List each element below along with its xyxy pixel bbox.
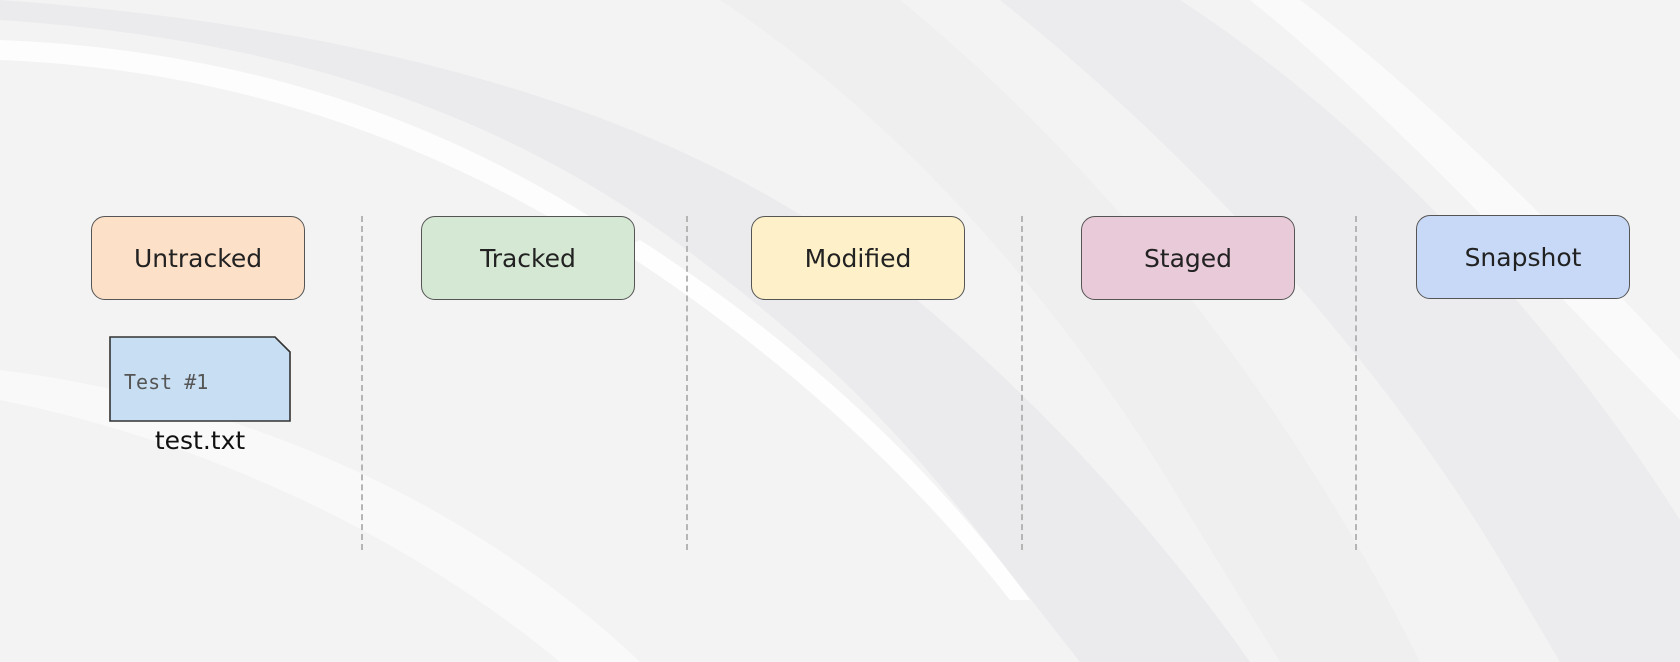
stage-untracked: Untracked <box>91 216 305 300</box>
stage-tracked: Tracked <box>421 216 635 300</box>
file-content: Test #1 <box>124 370 209 394</box>
stage-modified-label: Modified <box>804 243 912 273</box>
file-document-icon <box>109 336 291 422</box>
stage-tracked-label: Tracked <box>480 243 576 273</box>
file-name: test.txt <box>154 426 246 455</box>
stage-staged: Staged <box>1081 216 1295 300</box>
stage-modified: Modified <box>751 216 965 300</box>
divider-3 <box>1021 216 1023 550</box>
divider-2 <box>686 216 688 550</box>
stage-snapshot: Snapshot <box>1416 215 1630 299</box>
stage-snapshot-label: Snapshot <box>1464 242 1582 272</box>
stage-staged-label: Staged <box>1143 243 1233 273</box>
divider-4 <box>1355 216 1357 550</box>
file-card: Test #1 <box>109 336 291 422</box>
divider-1 <box>361 216 363 550</box>
stage-untracked-label: Untracked <box>133 243 263 273</box>
